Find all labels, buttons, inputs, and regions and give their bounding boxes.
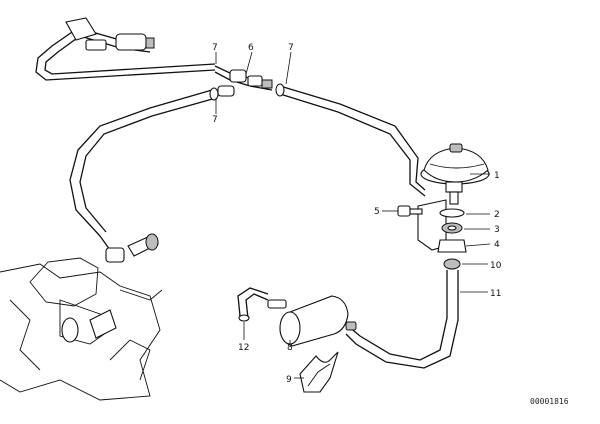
connector-elbow bbox=[65, 17, 97, 41]
long-vacuum-hose bbox=[69, 87, 219, 237]
t-piece-outlet bbox=[247, 75, 263, 87]
t-piece bbox=[229, 69, 247, 83]
document-number: 00001816 bbox=[530, 397, 569, 406]
callout-7-right: 7 bbox=[288, 43, 294, 53]
callout-1: 1 bbox=[494, 171, 500, 181]
hose-clamp bbox=[261, 79, 273, 89]
small-fuel-hose bbox=[237, 287, 269, 322]
washer bbox=[439, 208, 465, 218]
regulator-vacuum-hose bbox=[275, 83, 426, 197]
fuel-filter bbox=[267, 295, 357, 347]
mounting-hardware bbox=[397, 199, 467, 270]
callout-2: 2 bbox=[494, 210, 500, 220]
hose-end bbox=[209, 87, 219, 101]
callout-10: 10 bbox=[490, 261, 502, 271]
hose-clamp-10 bbox=[443, 258, 461, 270]
hose-end-right bbox=[275, 83, 285, 97]
callout-6: 6 bbox=[248, 43, 254, 53]
callout-11: 11 bbox=[490, 289, 501, 299]
top-left-hose-assembly bbox=[35, 17, 216, 81]
callout-9: 9 bbox=[286, 375, 292, 385]
hose-connector-tip bbox=[145, 37, 155, 49]
small-connector bbox=[85, 39, 107, 51]
t-piece-branch bbox=[217, 85, 235, 97]
callout-4: 4 bbox=[494, 240, 500, 250]
leader-lines bbox=[215, 51, 491, 379]
callout-8: 8 bbox=[287, 343, 293, 353]
callout-7-left: 7 bbox=[212, 43, 218, 53]
fuel-line bbox=[345, 270, 459, 369]
callout-7-lower: 7 bbox=[212, 115, 218, 125]
callout-5: 5 bbox=[374, 207, 380, 217]
pressure-regulator bbox=[420, 143, 490, 205]
hose-connector-body bbox=[115, 33, 147, 51]
callouts: 7 6 7 7 1 2 3 4 5 10 11 12 8 9 bbox=[212, 43, 502, 385]
t-piece-junction bbox=[214, 65, 273, 97]
filter-holder-clip bbox=[299, 351, 339, 393]
bolt bbox=[397, 205, 411, 217]
engine-throttle-area bbox=[0, 233, 163, 401]
nut bbox=[437, 239, 467, 253]
hose-elbow-fitting bbox=[105, 247, 125, 263]
callout-3: 3 bbox=[494, 225, 500, 235]
callout-12: 12 bbox=[238, 343, 249, 353]
